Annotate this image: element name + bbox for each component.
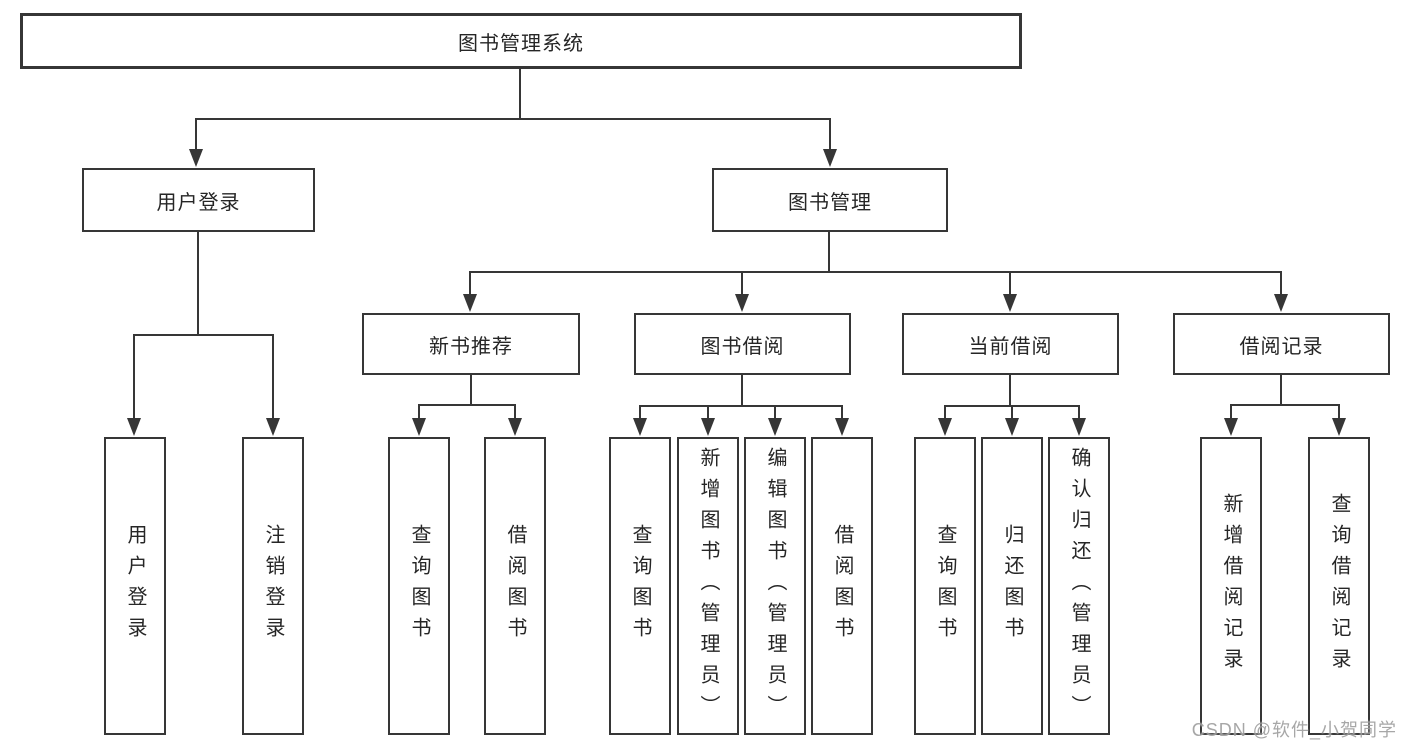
node-label: 新增图书（管理员） (697, 446, 719, 726)
node-label: 归还图书 (1001, 524, 1023, 648)
node-label: 用户登录 (124, 524, 146, 648)
node-label: 新增借阅记录 (1220, 493, 1242, 679)
node-label: 借阅图书 (831, 524, 853, 648)
node-label: 当前借阅 (968, 335, 1053, 358)
edge-recommend-branch (412, 404, 522, 436)
leaf-borrow-query-books: 查询图书 (609, 437, 671, 735)
csdn-watermark: CSDN @软件_小贺同学 (1191, 720, 1397, 740)
leaf-records-add-record: 新增借阅记录 (1200, 437, 1262, 735)
node-label: 借阅图书 (504, 524, 526, 648)
node-label: 图书借阅 (700, 335, 785, 358)
leaf-recommend-query-books: 查询图书 (388, 437, 450, 735)
leaf-records-query-record: 查询借阅记录 (1308, 437, 1370, 735)
edge-borrow-branch (633, 405, 849, 436)
leaf-current-return-books: 归还图书 (981, 437, 1043, 735)
leaf-current-query-books: 查询图书 (914, 437, 976, 735)
node-label: 查询图书 (408, 524, 430, 648)
node-label: 确认归还（管理员） (1068, 446, 1090, 726)
node-label: 图书管理系统 (458, 32, 584, 55)
node-label: 查询借阅记录 (1328, 493, 1350, 679)
node-label: 编辑图书（管理员） (764, 446, 786, 726)
edge-records-branch (1224, 404, 1346, 436)
node-label: 用户登录 (156, 191, 241, 214)
node-label: 查询图书 (629, 524, 651, 648)
node-current-borrow: 当前借阅 (902, 313, 1119, 375)
node-label: 借阅记录 (1239, 335, 1324, 358)
node-new-book-recommend: 新书推荐 (362, 313, 580, 375)
node-label: 图书管理 (788, 191, 872, 214)
edge-login-branch (127, 334, 280, 436)
leaf-user-login: 用户登录 (104, 437, 166, 735)
node-user-login: 用户登录 (82, 168, 315, 232)
edge-current-branch (938, 405, 1086, 436)
leaf-borrow-add-books-admin: 新增图书（管理员） (677, 437, 739, 735)
node-label: 查询图书 (934, 524, 956, 648)
node-library-system: 图书管理系统 (20, 13, 1022, 69)
node-book-borrow: 图书借阅 (634, 313, 851, 375)
node-borrow-records: 借阅记录 (1173, 313, 1390, 375)
leaf-logout: 注销登录 (242, 437, 304, 735)
node-label: 注销登录 (262, 524, 284, 648)
leaf-borrow-edit-books-admin: 编辑图书（管理员） (744, 437, 806, 735)
leaf-recommend-borrow-books: 借阅图书 (484, 437, 546, 735)
leaf-current-confirm-return-admin: 确认归还（管理员） (1048, 437, 1110, 735)
node-label: 新书推荐 (429, 335, 513, 358)
edge-manage-branch (463, 271, 1288, 312)
node-book-management: 图书管理 (712, 168, 948, 232)
leaf-borrow-borrow-books: 借阅图书 (811, 437, 873, 735)
edge-root-branch (189, 118, 837, 167)
